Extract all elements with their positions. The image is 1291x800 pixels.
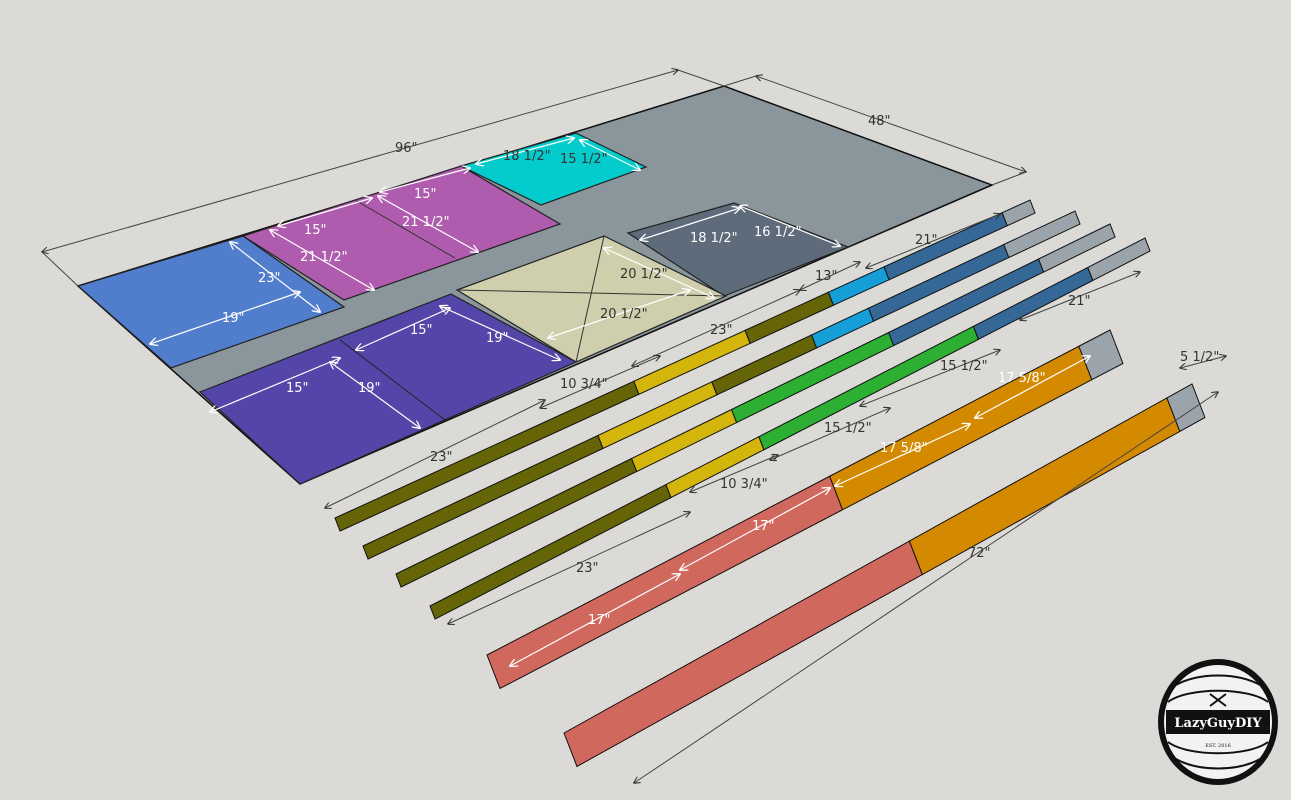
piece-dim-label: 15"	[410, 323, 433, 338]
board-dim-label: 23"	[576, 561, 599, 576]
board-dim-label: 15 1/2"	[940, 359, 988, 374]
piece-dim-label: 18 1/2"	[503, 149, 551, 164]
piece-dim-label: 18 1/2"	[690, 231, 738, 246]
crossed-tools-icon	[1209, 693, 1227, 707]
piece-dim-label: 15"	[414, 187, 437, 202]
piece-dim-label: 20 1/2"	[600, 307, 648, 322]
board-dim-label: 10 3/4"	[720, 477, 768, 492]
board-dim-label: 17 5/8"	[880, 441, 928, 456]
piece-dim-label: 19"	[486, 331, 509, 346]
piece-dim-label: 21 1/2"	[402, 215, 450, 230]
piece-dim-label: 16 1/2"	[754, 225, 802, 240]
board-segment	[1003, 210, 1081, 259]
board-dim-label: 17 5/8"	[998, 371, 1046, 386]
lazyguydiy-logo: LazyGuyDIY EST. 2016	[1158, 659, 1278, 785]
board-dim-label: 13"	[815, 269, 838, 284]
dimension-lines-inner	[150, 138, 1090, 666]
board-dim-label: 21"	[1068, 294, 1091, 309]
piece-dim-label: 23"	[258, 271, 281, 286]
board-dim-label: 5 1/2"	[1180, 350, 1219, 365]
board-dim-label: 17"	[588, 613, 611, 628]
logo-name: LazyGuyDIY	[1174, 716, 1262, 731]
piece-dim-label: 21 1/2"	[300, 250, 348, 265]
piece-dim-label: 15"	[304, 223, 327, 238]
piece-dim-label: 15"	[286, 381, 309, 396]
board-dim-label: 72"	[968, 546, 991, 561]
board-segment	[1037, 223, 1116, 273]
piece-dim-label: 15 1/2"	[560, 152, 608, 167]
board-segment	[810, 307, 875, 349]
board-dim-label: 23"	[710, 323, 733, 338]
board-dim-label: 17"	[752, 519, 775, 534]
board-dim-label: 15 1/2"	[824, 421, 872, 436]
sheet-width-label: 48"	[868, 114, 891, 129]
board-dim-label: 21"	[915, 233, 938, 248]
board-dim-label: 23"	[430, 450, 453, 465]
board-dim-label: 10 3/4"	[560, 377, 608, 392]
sheet-length-label: 96"	[395, 141, 418, 156]
board-segment	[563, 540, 923, 768]
piece-dim-label: 19"	[222, 311, 245, 326]
dimension-labels: 96" 48" 21" 13" 23" 21" 10 3/4" 15 1/2" …	[222, 114, 1219, 628]
board-segment	[1001, 199, 1036, 227]
logo-est: EST. 2016	[1205, 743, 1231, 749]
piece-dim-label: 20 1/2"	[620, 267, 668, 282]
piece-dim-label: 19"	[358, 381, 381, 396]
